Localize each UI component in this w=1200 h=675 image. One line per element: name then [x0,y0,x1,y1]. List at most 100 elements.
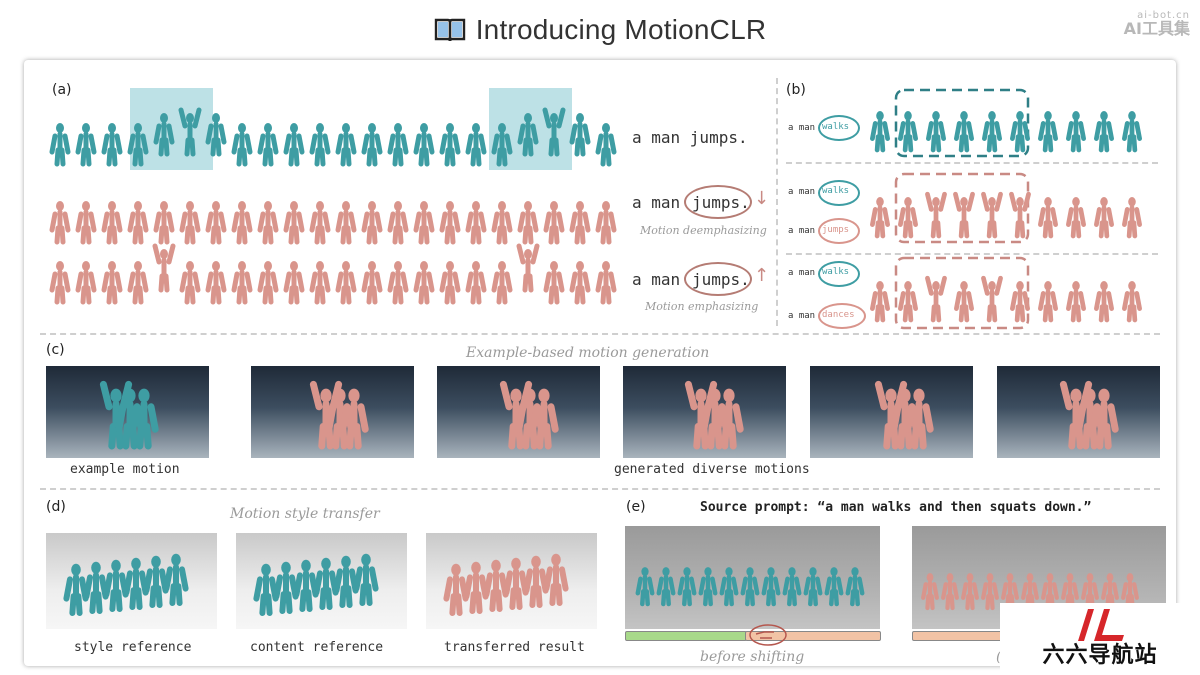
humanoid-figure [1010,281,1030,323]
humanoid-figure [961,573,979,611]
humanoid-figure [1001,573,1019,611]
humanoid-figure [283,261,305,305]
humanoid-figure [926,111,946,153]
humanoid-figure [465,123,487,167]
humanoid-figure [845,567,865,607]
humanoid-figure [179,261,201,305]
humanoid-figure [353,553,379,606]
humanoid-figure [387,261,409,305]
prompt-b3-dst-word: dances [822,310,855,320]
humanoid-figure [1122,111,1142,153]
humanoid-figure [339,388,369,450]
humanoid-figure [491,123,513,167]
humanoid-figure [677,567,697,607]
humanoid-figure [1122,197,1142,239]
humanoid-figure [103,559,129,612]
humanoid-figure [719,567,739,607]
humanoid-figure [283,201,305,245]
humanoid-figure [49,261,71,305]
humanoid-figure [101,261,123,305]
humanoid-figure [333,555,359,608]
caption-after-shifting: ( [996,649,1002,665]
humanoid-figure [143,555,169,608]
prompt-a-row3-word: jumps. [692,270,750,289]
caption-example-motion: example motion [70,462,180,477]
humanoid-figure [115,388,145,450]
humanoid-figure [870,197,890,239]
humanoid-figure [439,261,461,305]
humanoid-figure [824,567,844,607]
prompt-a-row1: a man jumps. [632,128,748,147]
humanoid-figure [179,201,201,245]
humanoid-figure [101,123,123,167]
word-highlight-oval [818,115,860,141]
humanoid-figure [898,111,918,153]
caption-content-reference: content reference [250,640,384,655]
humanoid-figure [1094,281,1114,323]
humanoid-figure [127,261,149,305]
humanoid-figure [152,243,176,293]
prompt-b2-src-word: walks [822,186,850,196]
panel-c-label: (c) [46,342,65,358]
timeline-bar-orange [745,631,881,641]
word-highlight-oval [818,261,860,287]
humanoid-figure [443,563,469,616]
humanoid-figure [635,567,655,607]
humanoid-figure [1010,111,1030,153]
panel-d-label: (d) [46,499,66,515]
humanoid-figure [1075,388,1105,450]
humanoid-figure [1038,111,1058,153]
humanoid-figure [529,388,559,450]
humanoid-figure [127,123,149,167]
humanoid-figure [231,261,253,305]
prompt-a-row2-word: jumps. [692,193,750,212]
motion-figures-a [49,107,617,305]
humanoid-figure [803,567,823,607]
word-highlight-oval [818,218,860,244]
humanoid-figure [257,201,279,245]
prompt-a-row3-prefix: a man [632,270,681,289]
motion-figures-b [870,88,1142,330]
humanoid-figure [656,567,676,607]
humanoid-figure [413,261,435,305]
shift-hand-icon [749,624,787,646]
panel-c-title: Example-based motion generation [466,345,710,361]
prompt-b3-src-prefix: a man [788,268,816,278]
humanoid-figure [361,123,383,167]
humanoid-figure [1066,111,1086,153]
humanoid-figure [465,261,487,305]
humanoid-figure [387,123,409,167]
word-highlight-oval [684,185,752,219]
humanoid-figure [1089,388,1119,450]
divider-vertical [776,78,778,326]
watermark-name: AI工具集 [1123,19,1190,38]
humanoid-figure [483,559,509,612]
humanoid-figure [49,201,71,245]
humanoid-figure [253,563,279,616]
prompt-b1-prefix: a man [788,123,816,133]
prompt-b2-dst-word: jumps [822,225,850,235]
page-title: Introducing MotionCLR [475,14,767,45]
divider-horizontal [786,162,1158,164]
humanoid-figure [569,261,591,305]
humanoid-figure [981,573,999,611]
caption-emphasizing: Motion emphasizing [645,300,759,313]
site-logo: 六六导航站 [1000,603,1200,675]
humanoid-figure [205,113,227,157]
humanoid-figure [595,123,617,167]
humanoid-figure [257,261,279,305]
humanoid-figure [925,191,947,239]
humanoid-figure [543,201,565,245]
humanoid-figure [335,261,357,305]
humanoid-figure [465,201,487,245]
humanoid-figure [335,123,357,167]
humanoid-figure [273,561,299,614]
arrow-down-icon: ↓ [754,188,770,209]
humanoid-figure [1094,111,1114,153]
humanoid-figure [283,123,305,167]
humanoid-figure [517,113,539,157]
motion-figures-d [63,553,569,616]
humanoid-figure [313,557,339,610]
humanoid-figure [309,201,331,245]
humanoid-figure [75,201,97,245]
